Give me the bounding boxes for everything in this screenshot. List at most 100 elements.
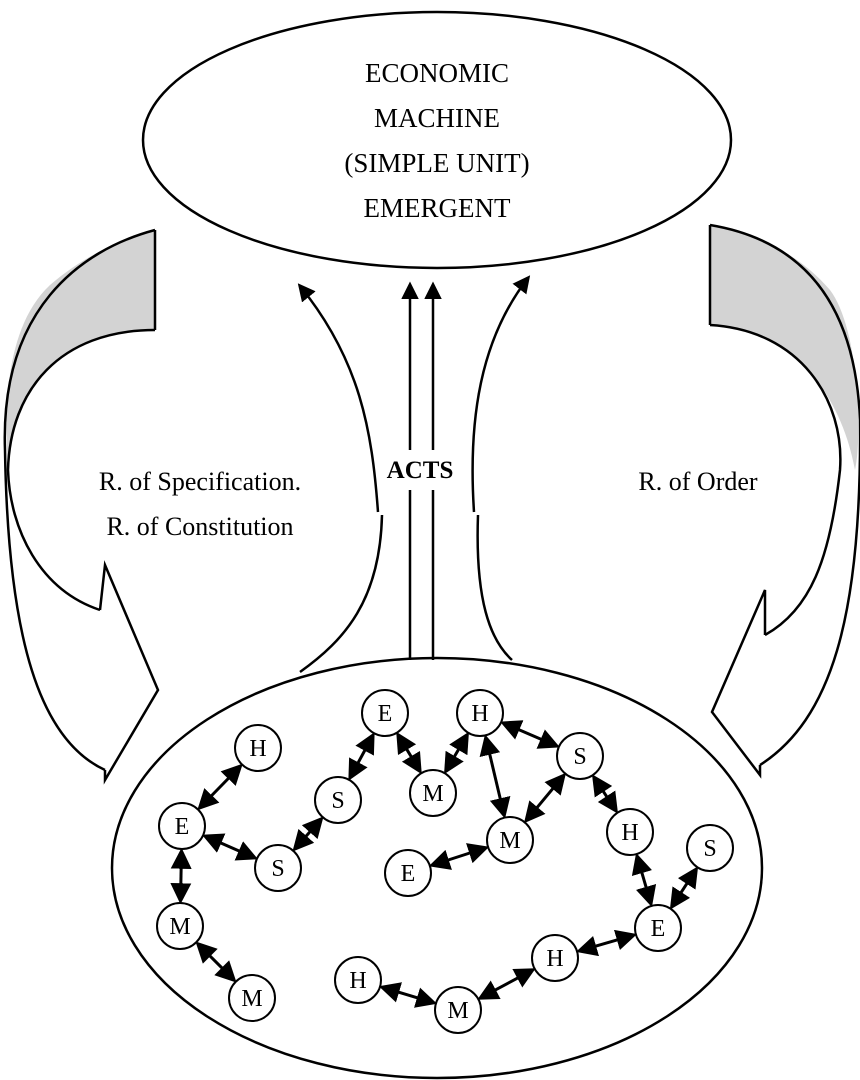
agent-node-circle [456,689,504,737]
right-label-order: R. of Order [638,467,757,496]
agent-node-circle [234,724,282,772]
agent-link-n12-n15 [669,866,699,910]
acts-left-upper-curve [297,283,380,513]
agent-node-letter: E [175,814,190,840]
left-label-constitution: R. of Constitution [106,512,293,541]
agent-node-m: M [434,986,482,1034]
agent-node-e: E [634,904,682,952]
agent-node-h: H [606,808,654,856]
agent-link-n8-n9 [523,772,567,824]
agent-node-letter: M [499,828,520,854]
agent-link-n13-n14 [195,941,237,983]
agent-node-circle [531,934,579,982]
agent-node-m: M [486,816,534,864]
acts-arrows [297,275,531,674]
agent-node-letter: H [621,820,638,846]
agent-node-m: M [228,974,276,1022]
left-label-specification: R. of Specification. [99,467,301,496]
left-feedback-arrow [3,228,160,785]
agent-node-letter: H [546,946,563,972]
agent-node-letter: E [378,701,393,727]
agent-node-circle [361,689,409,737]
left-arrowhead [98,560,160,785]
agent-node-letter: E [651,916,666,942]
agent-nodes: H E S S E M H M S E H S M M E H H M [156,689,734,1034]
agent-link-n7-n9 [500,720,560,749]
agent-node-circle [156,902,204,950]
agent-link-n9-n11 [591,774,619,814]
agent-node-s: S [314,776,362,824]
agent-link-n2-n13 [170,847,192,905]
agent-link-n4-n5 [348,732,375,781]
agent-node-circle [314,776,362,824]
acts-label-background [378,450,462,490]
right-arrowhead [710,589,767,779]
acts-right-upper-curve [471,275,531,513]
agent-node-m: M [409,769,457,817]
agent-node-letter: M [169,914,190,940]
agent-link-n2-n3 [201,833,259,861]
agent-node-e: E [384,849,432,897]
agent-node-letter: M [241,986,262,1012]
agent-link-n6-n7 [444,731,469,775]
agent-node-s: S [254,844,302,892]
acts-left-curve [299,514,384,674]
agent-node-letter: S [703,836,716,862]
agent-link-n7-n8 [479,734,511,819]
agent-node-letter: M [422,781,443,807]
agent-link-n5-n6 [396,731,422,775]
agent-node-circle [634,904,682,952]
title-line-2: MACHINE [374,103,500,133]
agent-node-circle [434,986,482,1034]
top-ellipse-title: ECONOMIC MACHINE (SIMPLE UNIT) EMERGENT [344,58,529,223]
economic-machine-ellipse [141,10,733,270]
agent-link-n16-n18 [477,968,536,1000]
agent-node-letter: S [271,856,284,882]
agent-node-letter: H [249,736,266,762]
agent-link-n3-n4 [292,816,324,852]
agent-node-circle [384,849,432,897]
left-band-outer-edge [3,228,156,772]
agent-node-letter: H [471,701,488,727]
agent-node-circle [334,956,382,1004]
agent-node-h: H [234,724,282,772]
agent-node-circle [254,844,302,892]
agent-node-circle [228,974,276,1022]
agent-node-circle [606,808,654,856]
agent-link-n11-n15 [631,852,657,908]
acts-right-curve [476,514,513,661]
left-band-inner-edge [6,328,156,612]
right-feedback-arrow [708,223,860,779]
right-band-inner-edge [709,323,842,637]
agent-link-n15-n16 [575,929,638,957]
agent-node-s: S [556,732,604,780]
agent-node-e: E [158,802,206,850]
agent-link-n2-n1 [197,763,243,811]
agent-link-n10-n8 [428,843,490,870]
agent-node-circle [158,802,206,850]
agent-node-letter: H [349,968,366,994]
agent-node-letter: S [331,788,344,814]
agent-node-s: S [686,824,734,872]
title-line-4: EMERGENT [364,193,511,223]
acts-label: ACTS [387,457,454,484]
agent-node-m: M [156,902,204,950]
title-line-3: (SIMPLE UNIT) [344,148,529,178]
agent-node-h: H [456,689,504,737]
agent-node-letter: E [401,861,416,887]
agent-node-h: H [531,934,579,982]
agent-link-n17-n18 [378,982,438,1008]
title-line-1: ECONOMIC [365,58,509,88]
agent-node-circle [486,816,534,864]
agent-node-circle [686,824,734,872]
agent-node-circle [556,732,604,780]
agent-node-letter: M [447,998,468,1024]
agent-node-h: H [334,956,382,1004]
agent-links [170,720,699,1008]
agent-node-circle [409,769,457,817]
right-band-outer-edge [709,223,860,767]
left-band-top-fill [6,230,156,470]
agent-node-e: E [361,689,409,737]
agent-node-letter: S [573,744,586,770]
